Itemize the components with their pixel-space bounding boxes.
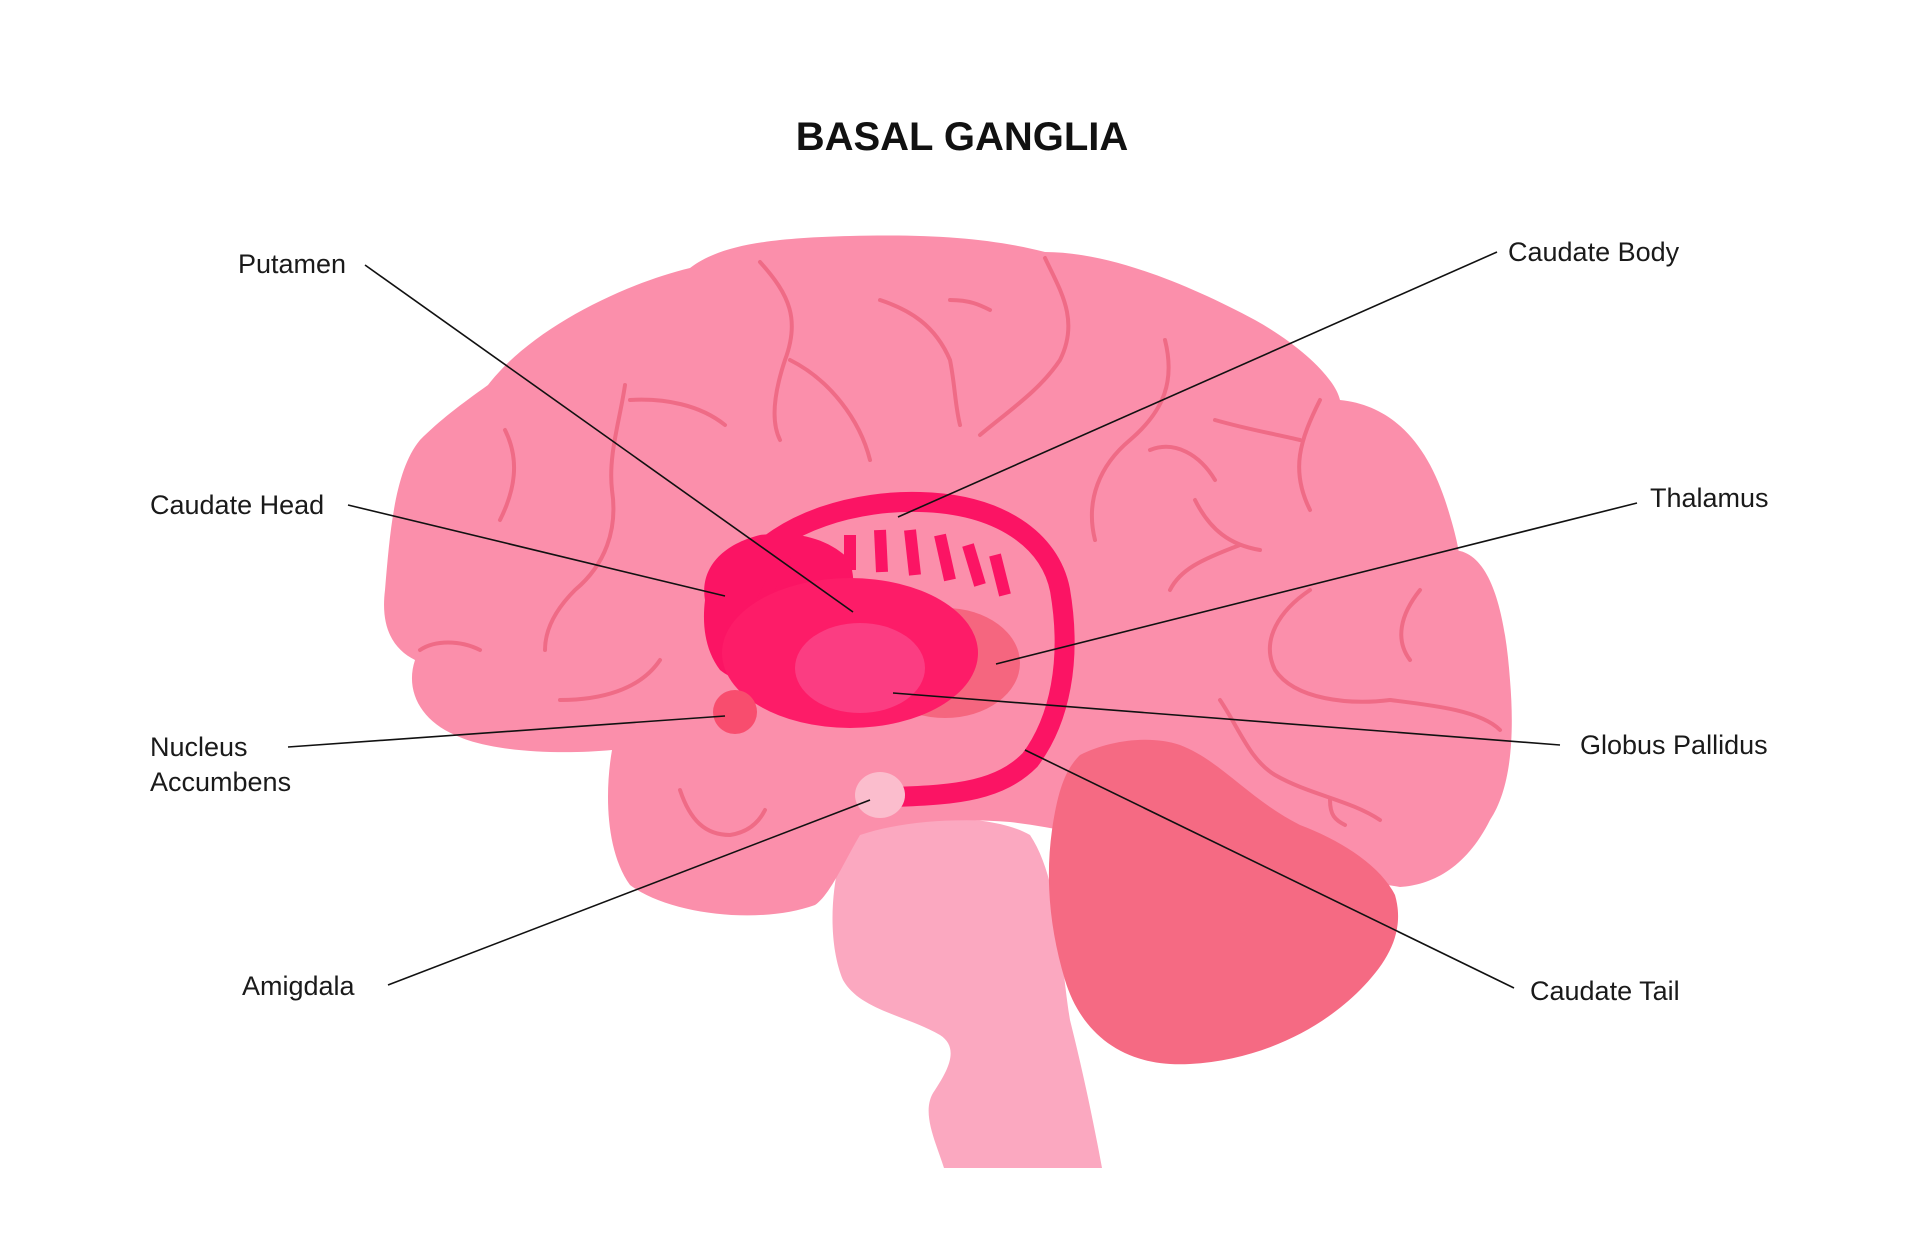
leader-caudate-body (897, 251, 1498, 518)
label-nucleus-accumbens-line2: Accumbens (150, 767, 291, 797)
amigdala (855, 772, 905, 818)
cerebellum (1048, 739, 1399, 1065)
leader-amigdala (387, 799, 871, 986)
globus-pallidus (795, 623, 925, 713)
label-caudate-head: Caudate Head (150, 490, 324, 520)
leader-caudate-tail (1024, 749, 1515, 989)
diagram-title: BASAL GANGLIA (796, 115, 1129, 159)
leader-thalamus (995, 502, 1638, 665)
label-nucleus-accumbens-line1: Nucleus (150, 732, 248, 762)
label-globus-pallidus: Globus Pallidus (1580, 730, 1768, 760)
nucleus-accumbens (713, 690, 757, 734)
leader-nucleus-accumbens (287, 715, 726, 748)
leader-caudate-head (347, 504, 726, 597)
leader-globus-pallidus (892, 692, 1561, 746)
label-caudate-body: Caudate Body (1508, 237, 1680, 267)
label-caudate-tail: Caudate Tail (1530, 976, 1680, 1006)
labels: Putamen Caudate Head Nucleus Accumbens A… (150, 237, 1769, 1006)
label-amigdala: Amigdala (242, 971, 356, 1001)
caudate-arc (735, 491, 1075, 807)
leader-lines (287, 251, 1638, 989)
brainstem (832, 818, 1102, 1168)
label-thalamus: Thalamus (1650, 483, 1769, 513)
leader-putamen (364, 264, 854, 613)
sulci (418, 256, 1502, 838)
label-putamen: Putamen (238, 249, 346, 279)
